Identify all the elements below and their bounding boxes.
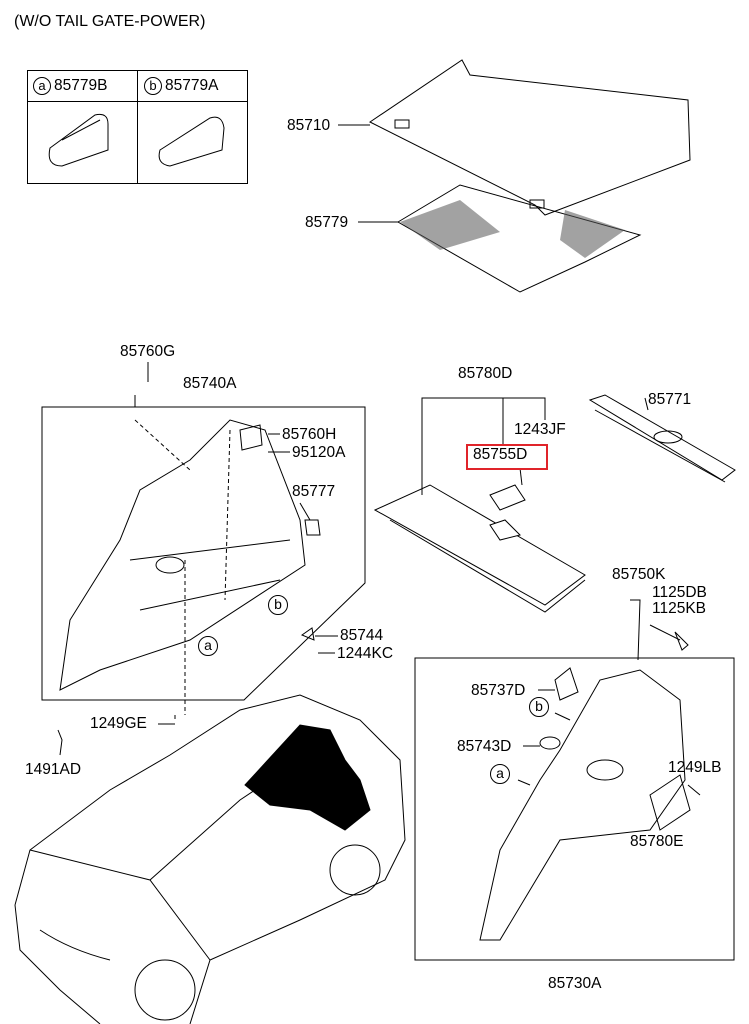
label-1243JF: 1243JF bbox=[514, 421, 566, 438]
label-85743D: 85743D bbox=[457, 738, 512, 755]
part-number: 85779B bbox=[54, 77, 108, 95]
label-1249LB: 1249LB bbox=[668, 759, 722, 776]
label-85771: 85771 bbox=[648, 391, 692, 408]
label-85730A: 85730A bbox=[548, 975, 602, 992]
diagram-title: (W/O TAIL GATE-POWER) bbox=[14, 13, 206, 30]
label-1125DB: 1125DB bbox=[652, 584, 707, 601]
label-85760G: 85760G bbox=[120, 343, 176, 360]
marker-a: a bbox=[198, 636, 218, 656]
label-85737D: 85737D bbox=[471, 682, 526, 699]
marker-b: b bbox=[529, 697, 549, 717]
label-85760H: 85760H bbox=[282, 426, 337, 443]
label-1244KC: 1244KC bbox=[337, 645, 394, 662]
label-85750K: 85750K bbox=[612, 566, 666, 583]
marker-a: a bbox=[33, 77, 51, 95]
marker-b: b bbox=[144, 77, 162, 95]
label-85710: 85710 bbox=[287, 117, 331, 134]
label-85779: 85779 bbox=[305, 214, 349, 231]
label-1125KB: 1125KB bbox=[652, 600, 707, 617]
highlighted-part-box bbox=[466, 444, 548, 470]
marker-b: b bbox=[268, 595, 288, 615]
label-1491AD: 1491AD bbox=[25, 761, 82, 778]
label-85780E: 85780E bbox=[630, 833, 684, 850]
marker-a: a bbox=[490, 764, 510, 784]
label-85744: 85744 bbox=[340, 627, 384, 644]
label-85740A: 85740A bbox=[183, 375, 237, 392]
label-85780D: 85780D bbox=[458, 365, 513, 382]
label-1249GE: 1249GE bbox=[90, 715, 147, 732]
part-number: 85779A bbox=[165, 77, 219, 95]
label-85755D: 85755D bbox=[473, 446, 528, 463]
label-95120A: 95120A bbox=[292, 444, 346, 461]
label-85777: 85777 bbox=[292, 483, 336, 500]
